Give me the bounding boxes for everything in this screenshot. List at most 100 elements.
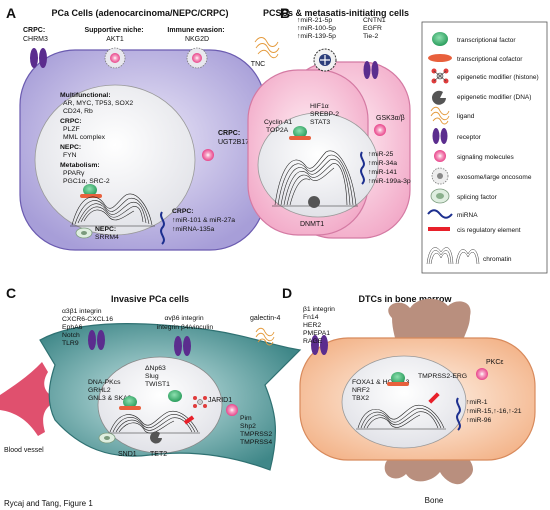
panel-d-letter: D [282, 285, 292, 301]
legend-splicing-factor-icon [430, 188, 450, 204]
receptors-b-label: CNTN1 EGFR Tie-2 [363, 17, 388, 40]
exosome-mirs-label: ↑miR-21-5p ↑miR-100-5p ↑miR-139-5p [297, 17, 338, 40]
splicing-factor-core [81, 231, 87, 235]
panel-c-letter: C [6, 285, 16, 301]
nucleus-a [34, 84, 196, 236]
cis-element-icon [428, 392, 440, 404]
jarid-label: JARID1 [208, 397, 232, 404]
transcription-factor-icon [168, 390, 182, 402]
panel-d: D DTCs in bone marrow Bone β1 integrin F… [282, 285, 536, 505]
legend-receptor-icon [432, 128, 448, 144]
legend: transcriptional factor transcriptional c… [421, 21, 548, 274]
legend-signaling-icon [434, 150, 446, 162]
panel-a-title: PCa Cells (adenocarcinoma/NEPC/CRPC) [51, 8, 228, 18]
mirna-icon [160, 211, 165, 245]
panel-d-title: DTCs in bone marrow [358, 294, 452, 304]
panel-b-title: PCSCs & metasatis-initiating cells [263, 8, 409, 18]
legend-cofactor-icon [428, 54, 452, 62]
nepc-label: NEPC: FYN [60, 144, 83, 159]
gsk-label: GSK3α/β [376, 115, 405, 122]
panel-b: B PCSCs & metasatis-initiating cells TNC… [247, 5, 411, 239]
nucleus-b [257, 112, 379, 218]
signaling-molecule-icon [476, 368, 488, 380]
cofactor-icon [387, 382, 409, 386]
signaling-molecule-icon [374, 124, 386, 136]
legend-dna-modifier-icon [432, 90, 446, 105]
receptor-icon [30, 48, 47, 68]
receptor-icon [363, 61, 379, 79]
metabolism-label: Metabolism: PPARγ PGC1α, SRC-2 [60, 162, 110, 185]
legend-transcription-factor-icon [432, 32, 448, 46]
exosome-icon [313, 48, 337, 72]
crpc-receptor-label: CRPC: CHRM3 [23, 27, 48, 43]
signal-c-label: Pim Shp2 TMPRSS2 TMPRSS4 [240, 415, 274, 446]
panel-c-title: Invasive PCa cells [111, 294, 189, 304]
crpc-signal-label: CRPC: UGT2B17 [218, 130, 249, 146]
chromatin-icon [70, 193, 155, 227]
mirna-icon [456, 397, 461, 431]
receptor-icon [88, 330, 105, 350]
receptor-icon [174, 336, 191, 356]
bone-label: Bone [425, 496, 444, 505]
legend-ligand-icon [430, 106, 450, 125]
cofactor-icon [289, 136, 311, 140]
cis-element-icon [183, 415, 195, 425]
chromatin-icon [272, 150, 358, 207]
mirnas-b-label: ↑miR-25 ↑miR-34a ↑miR-141 ↑miR-199a-3p [368, 151, 411, 185]
legend-cis-element-icon [428, 227, 450, 231]
blood-vessel-label: Blood vessel [4, 447, 44, 454]
emt-label: ΔNp63 Slug TWIST1 [145, 365, 170, 388]
cofactor-icon [119, 406, 141, 410]
histone-modifier-icon [193, 396, 207, 408]
mirnas-d-label: ↑miR-1 ↑miR-15,↑-16,↑-21 ↑miR-96 [466, 399, 523, 424]
galectin-label: galectin-4 [250, 315, 280, 322]
receptors-c-label: α3β1 integrin CXCR6-CXCL16 EphA6 Notch T… [62, 308, 115, 347]
nepc-splice-label: NEPC: SRRM4 [95, 226, 119, 241]
tet-label: TET2 [150, 451, 167, 458]
blood-vessel-icon [0, 362, 60, 436]
snd-label: SND1 [118, 451, 137, 458]
integrin-label: αvβ6 integrin integrin β4/vinculin [157, 315, 214, 331]
crpc-mirna-label: CRPC: ↑miR-101 & miR-27a ↑miRNA-135a [172, 208, 237, 233]
panel-a: A PCa Cells (adenocarcinoma/NEPC/CRPC) C… [6, 5, 266, 251]
legend-exosome-icon [431, 167, 449, 185]
dna-label-c: DNA-PKcs GRHL2 GNL3 & SKA3 [88, 379, 132, 402]
transcription-factor-icon [293, 126, 307, 138]
multifunctional-label: Multifunctional: AR, MYC, TP53, SOX2 CD2… [60, 92, 135, 115]
niche-label: Supportive niche: AKT1 [84, 27, 145, 43]
dna-modifier-icon [150, 431, 162, 444]
chromatin-icon [356, 404, 446, 430]
signaling-molecule-icon [202, 149, 214, 161]
ligand-icon [255, 327, 275, 346]
exosome-icon [186, 47, 208, 69]
legend-labels: transcriptional factor transcriptional c… [457, 37, 540, 263]
pkc-label: PKCε [486, 359, 504, 366]
fusion-label: TMPRSS2-ERG [418, 373, 467, 380]
mirna-icon [360, 151, 365, 185]
transcription-factor-icon [123, 396, 137, 408]
legend-histone-modifier-icon [431, 68, 449, 84]
ligand-icon [254, 37, 280, 59]
panel-c: C Invasive PCa cells Blood vessel α3β1 i… [0, 285, 302, 471]
legend-chromatin-icon [426, 247, 480, 265]
nucleus-c [97, 356, 223, 454]
crpc-cofactor-label: CRPC: PLZF MML complex [60, 118, 106, 141]
receptors-d-label: β1 integrin Fn14 HER2 PMEPA1 RAGE [303, 306, 337, 345]
transcription-factor-icon [83, 184, 97, 196]
cofactor-icon [80, 194, 102, 198]
immune-evasion-label: Immune evasion: NKG2D [167, 27, 226, 43]
dna-modifier-icon [308, 196, 321, 208]
legend-mirna-icon [427, 209, 453, 219]
legend-box [421, 21, 548, 274]
figure-caption: Rycaj and Tang, Figure 1 [4, 499, 93, 508]
transcription-factor-icon [391, 372, 405, 384]
panel-b-letter: B [280, 5, 290, 21]
tfs-d-label: FOXA1 & HOXB13 NRF2 TBX2 [352, 379, 411, 402]
exosome-icon [104, 47, 126, 69]
ligand-label: TNC [251, 61, 265, 68]
panel-a-letter: A [6, 5, 16, 21]
dnmt-label: DNMT1 [300, 221, 324, 228]
signaling-molecule-icon [226, 404, 238, 416]
cyclin-label: Cyclin A1 TOP2A [264, 119, 294, 134]
